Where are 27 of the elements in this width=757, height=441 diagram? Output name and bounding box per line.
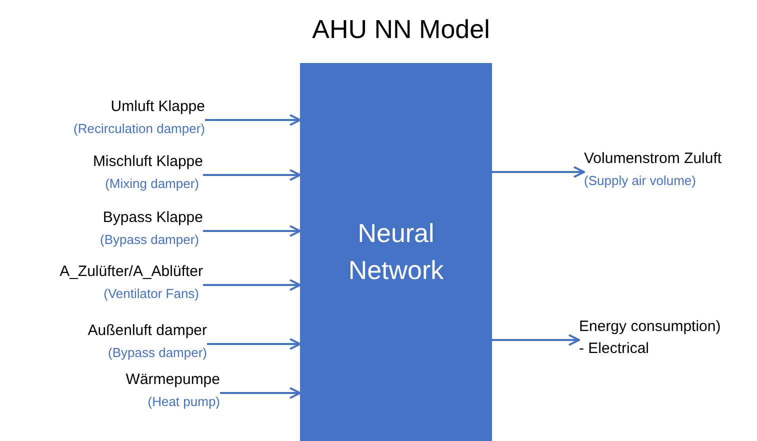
translation-label: (Ventilator Fans) bbox=[104, 285, 199, 303]
input-label: Wärmepumpe bbox=[126, 370, 220, 390]
translation-label: (Heat pump) bbox=[148, 393, 220, 411]
input-label: Bypass Klappe bbox=[102, 208, 203, 228]
input-label: Außenluft damper bbox=[88, 321, 207, 341]
translation-label: (Recirculation damper) bbox=[74, 120, 205, 138]
network-block bbox=[300, 63, 492, 441]
arrow bbox=[203, 279, 301, 291]
input-label: A_Zulüfter/A_Ablüfter bbox=[60, 262, 203, 282]
block-label: Neural Network bbox=[347, 217, 445, 287]
translation-label: (Mixing damper) bbox=[105, 175, 199, 193]
arrow bbox=[207, 338, 301, 350]
output-detail: - Electrical bbox=[579, 339, 650, 359]
translation-label: (Supply air volume) bbox=[584, 172, 696, 190]
diagram-title: AHU NN Model bbox=[311, 13, 491, 46]
arrow bbox=[492, 334, 580, 346]
arrow bbox=[203, 225, 301, 237]
arrow bbox=[492, 166, 585, 178]
arrow bbox=[220, 387, 301, 399]
output-label: Energy consumption) bbox=[579, 317, 721, 337]
input-label: Umluft Klappe bbox=[110, 97, 205, 117]
translation-label: (Bypass damper) bbox=[108, 344, 207, 362]
arrow bbox=[203, 169, 301, 181]
translation-label: (Bypass damper) bbox=[100, 231, 199, 249]
output-label: Volumenstrom Zuluft bbox=[584, 149, 722, 169]
input-label: Mischluft Klappe bbox=[92, 152, 203, 172]
arrow bbox=[205, 114, 301, 126]
